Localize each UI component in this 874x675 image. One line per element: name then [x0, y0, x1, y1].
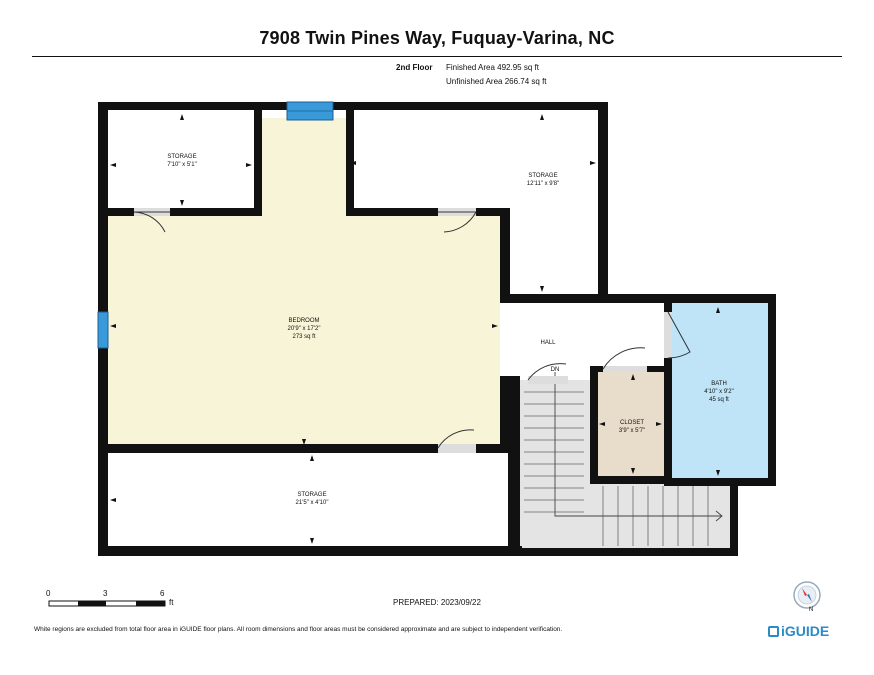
bath-area: 45 sq ft — [709, 397, 729, 403]
iguide-logo: iGUIDE — [768, 623, 829, 639]
compass-north-label: N — [809, 607, 814, 613]
closet-dims: 3'9" x 5'7" — [619, 428, 645, 434]
finished-area: Finished Area 492.95 sq ft — [446, 63, 539, 72]
bath-name: BATH — [711, 381, 727, 387]
address-title: 7908 Twin Pines Way, Fuquay-Varina, NC — [259, 28, 615, 48]
closet-name: CLOSET — [620, 420, 644, 426]
hall-name: HALL — [540, 340, 556, 346]
scale-unit: ft — [169, 598, 174, 607]
stair-fill — [520, 380, 597, 550]
iguide-logo-text: iGUIDE — [781, 623, 830, 639]
doors — [133, 208, 691, 453]
storage-nw-name: STORAGE — [167, 154, 196, 160]
title-divider — [32, 56, 842, 57]
disclaimer-text: White regions are excluded from total fl… — [34, 626, 563, 633]
scale-label-0: 0 — [46, 589, 51, 598]
scale-bar — [48, 600, 166, 607]
storage-ne-name: STORAGE — [528, 173, 557, 179]
bedroom-dims: 20'9" x 17'2" — [288, 326, 321, 332]
walls — [98, 102, 776, 556]
storage-s-dims: 21'5" x 4'10" — [296, 500, 329, 506]
floor-label: 2nd Floor — [396, 63, 433, 72]
prepared-date: PREPARED: 2023/09/22 — [393, 598, 481, 607]
bedroom-name: BEDROOM — [288, 318, 319, 324]
storage-ne-dims: 12'11" x 9'8" — [527, 181, 559, 187]
scale-label-3: 3 — [103, 589, 108, 598]
stair-run-fill — [590, 484, 730, 550]
storage-s-name: STORAGE — [297, 492, 326, 498]
storage-nw-fill — [108, 110, 262, 214]
window-west — [97, 311, 109, 349]
storage-nw-dims: 7'10" x 5'1" — [167, 162, 197, 168]
bath-dims: 4'10" x 9'2" — [704, 389, 734, 395]
compass-icon — [793, 581, 821, 609]
bedroom-area: 273 sq ft — [292, 334, 315, 340]
unfinished-area: Unfinished Area 266.74 sq ft — [446, 77, 547, 86]
scale-label-6: 6 — [160, 589, 165, 598]
stair-treads — [524, 372, 723, 546]
stair-dn-label: DN — [551, 367, 560, 373]
iguide-logo-icon — [768, 626, 779, 637]
bath-fill — [672, 303, 768, 479]
dimension-arrows — [110, 114, 720, 544]
storage-ne-lower-fill — [500, 110, 598, 300]
